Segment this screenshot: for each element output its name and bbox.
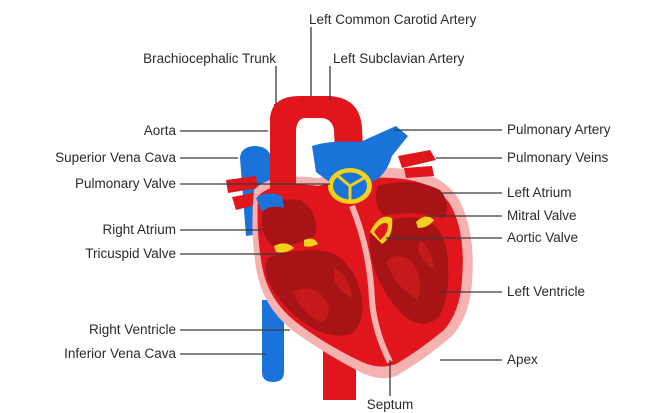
label-left-subclavian-artery: Left Subclavian Artery xyxy=(333,51,465,66)
label-tricuspid-valve: Tricuspid Valve xyxy=(85,246,176,261)
label-apex: Apex xyxy=(507,352,538,367)
label-aortic-valve: Aortic Valve xyxy=(507,230,578,245)
label-left-atrium: Left Atrium xyxy=(507,185,572,200)
label-septum: Septum xyxy=(367,397,414,412)
label-inferior-vena-cava: Inferior Vena Cava xyxy=(64,346,176,361)
label-right-atrium: Right Atrium xyxy=(102,222,176,237)
label-aorta: Aorta xyxy=(144,123,177,138)
brachiocephalic-trunk-vessel xyxy=(274,104,286,122)
label-pulmonary-artery: Pulmonary Artery xyxy=(507,122,611,137)
label-left-common-carotid-artery: Left Common Carotid Artery xyxy=(309,12,477,27)
label-superior-vena-cava: Superior Vena Cava xyxy=(55,150,176,165)
label-pulmonary-valve: Pulmonary Valve xyxy=(75,176,176,191)
label-left-ventricle: Left Ventricle xyxy=(507,284,585,299)
pulmonary-valve-shape xyxy=(328,168,372,204)
label-brachiocephalic-trunk: Brachiocephalic Trunk xyxy=(143,51,276,66)
left-subclavian-vessel xyxy=(323,100,338,114)
left-common-carotid-vessel xyxy=(305,100,318,110)
label-mitral-valve: Mitral Valve xyxy=(507,208,577,223)
label-pulmonary-veins: Pulmonary Veins xyxy=(507,150,609,165)
label-right-ventricle: Right Ventricle xyxy=(89,322,176,337)
